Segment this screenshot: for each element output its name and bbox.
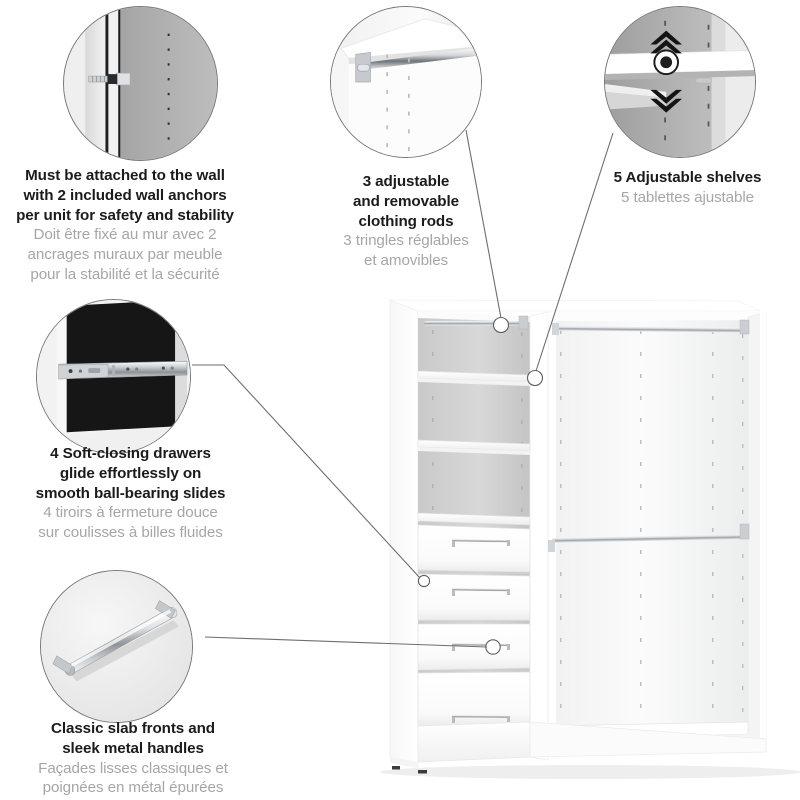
- shelf-adjust-target-icon: [653, 49, 680, 76]
- metal-bar-handle-icon: [52, 600, 178, 676]
- caption-handles-fr: Façades lisses classiques et poignées en…: [38, 759, 228, 797]
- anchor-dot-handle: [485, 639, 501, 655]
- drawer-handle-1: [451, 539, 510, 547]
- rod-bracket-icon: [355, 52, 371, 83]
- caption-drawers-fr: 4 tiroirs à fermeture douce sur coulisse…: [38, 504, 223, 541]
- caption-drawers: 4 Soft-closing drawers glide effortlessl…: [8, 444, 253, 543]
- caption-handles-en: Classic slab fronts and sleek metal hand…: [51, 720, 215, 757]
- shelf-board: [605, 50, 755, 75]
- clothing-rod-icon: [360, 47, 481, 71]
- caption-wall-anchor-en: Must be attached to the wall with 2 incl…: [16, 167, 234, 224]
- caption-drawers-en: 4 Soft-closing drawers glide effortlessl…: [35, 445, 226, 502]
- caption-adjustable-shelves-fr: 5 tablettes ajustable: [621, 188, 754, 206]
- caption-clothing-rods: 3 adjustable and removable clothing rods…: [306, 172, 506, 271]
- chevron-up-icon: [650, 30, 682, 54]
- callout-image-handle: [40, 570, 193, 723]
- callout-image-wall-anchor: [63, 6, 218, 161]
- caption-adjustable-shelves: 5 Adjustable shelves 5 tablettes ajustab…: [575, 168, 800, 208]
- callout-image-clothing-rod: [330, 6, 482, 158]
- anchor-dot-clothing-rod: [492, 316, 510, 334]
- caption-wall-anchor: Must be attached to the wall with 2 incl…: [0, 166, 250, 285]
- caption-clothing-rods-fr: 3 tringles réglables et amovibles: [343, 232, 469, 269]
- anchor-dot-drawer-slide: [417, 574, 431, 588]
- drawer-handle-4: [451, 715, 510, 723]
- caption-clothing-rods-en: 3 adjustable and removable clothing rods: [353, 173, 459, 230]
- caption-handles: Classic slab fronts and sleek metal hand…: [8, 719, 258, 798]
- caption-adjustable-shelves-en: 5 Adjustable shelves: [613, 169, 762, 186]
- chevron-down-icon: [650, 89, 682, 113]
- caption-wall-anchor-fr: Doit être fixé au mur avec 2 ancrages mu…: [27, 226, 223, 283]
- ball-bearing-slide-icon: [58, 360, 188, 380]
- wall-anchor-screw-icon: [88, 72, 131, 86]
- drawer-handle-2: [451, 588, 510, 596]
- callout-image-drawer-slide: [36, 299, 191, 454]
- anchor-dot-adjustable-shelf: [526, 369, 544, 387]
- callout-image-adjustable-shelf: [604, 6, 756, 158]
